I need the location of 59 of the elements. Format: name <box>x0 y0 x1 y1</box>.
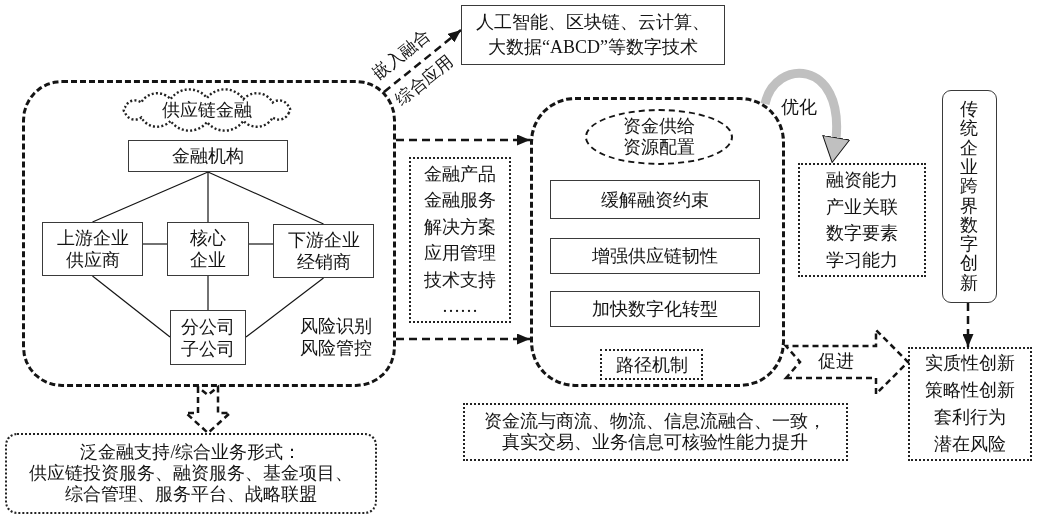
entity-label: 子公司 <box>181 337 235 360</box>
connector-line <box>207 171 209 223</box>
effect-box: 增强供应链韧性 <box>550 238 760 274</box>
connector-line <box>142 243 168 245</box>
dashed-ellipse <box>585 109 733 165</box>
dotted-note-box <box>5 433 377 514</box>
entity-box <box>273 224 374 278</box>
entity-box <box>42 222 143 276</box>
connector-line <box>91 171 209 223</box>
list-item: 应用管理 <box>424 242 496 265</box>
list-item: 技术支持 <box>424 268 496 292</box>
dashed-arrow <box>396 134 530 146</box>
list-item: 产业关联 <box>826 195 898 219</box>
list-item: 策略性创新 <box>925 379 1015 402</box>
ellipse-text: 资源配置 <box>623 137 695 158</box>
connector-line <box>248 243 274 245</box>
path-label-box: 路径机制 <box>600 349 703 380</box>
ellipse-text: 资金供给 <box>623 116 695 137</box>
list-item: 融资能力 <box>826 169 898 192</box>
entity-label: 经销商 <box>296 251 351 273</box>
dashed-arrow <box>383 29 462 93</box>
note-body: 供应链投资服务、融资服务、基金项目、综合管理、服务平台、战略联盟 <box>28 463 354 505</box>
list-item: 数字要素 <box>826 222 898 245</box>
effect-box: 缓解融资约束 <box>550 180 760 219</box>
note-heading: 泛金融支持/综合业务形式： <box>80 442 302 463</box>
entity-box: 金融机构 <box>128 140 288 172</box>
list-item: 实质性创新 <box>925 352 1015 375</box>
dotted-list-box <box>798 163 926 277</box>
entity-label: 分公司 <box>181 315 235 338</box>
entity-label: 供应商 <box>65 249 120 271</box>
entity-label: 上游企业 <box>56 227 129 249</box>
entity-box: 核心企业 <box>167 222 249 276</box>
edge-label: 优化 <box>780 98 818 118</box>
list-item: 解决方案 <box>424 215 496 239</box>
dotted-note-box: 资金流与商流、物流、信息流融合、一致，真实交易、业务信息可核验性能力提升 <box>463 403 848 461</box>
vertical-text-box: 传统企业跨界数字创新 <box>942 90 997 303</box>
dashed-panel <box>22 80 396 387</box>
dotted-list-box <box>409 157 511 323</box>
entity-box <box>170 310 246 365</box>
risk-label: 风险管控 <box>299 338 373 359</box>
block-arrow <box>783 327 910 397</box>
connector-line <box>91 275 171 338</box>
list-item: 金融产品 <box>424 162 496 186</box>
edge-label: 促进 <box>817 352 855 372</box>
dashed-arrow <box>396 333 530 345</box>
list-item: 潜在风险 <box>934 433 1006 456</box>
dotted-list-box <box>908 347 1032 461</box>
list-item: 金融服务 <box>424 189 496 212</box>
risk-label: 风险识别 <box>299 316 373 337</box>
list-item: 套利行为 <box>934 406 1006 429</box>
connector-line <box>207 171 325 225</box>
connector-line <box>245 277 325 338</box>
connector-line <box>207 275 209 311</box>
entity-label: 下游企业 <box>287 229 360 251</box>
list-item: 学习能力 <box>826 248 898 272</box>
effect-box: 加快数字化转型 <box>550 291 760 327</box>
list-item: …… <box>442 295 478 318</box>
dashed-arrow <box>962 303 974 347</box>
technology-box: 人工智能、区块链、云计算、大数据“ABCD”等数字技术 <box>461 5 725 65</box>
